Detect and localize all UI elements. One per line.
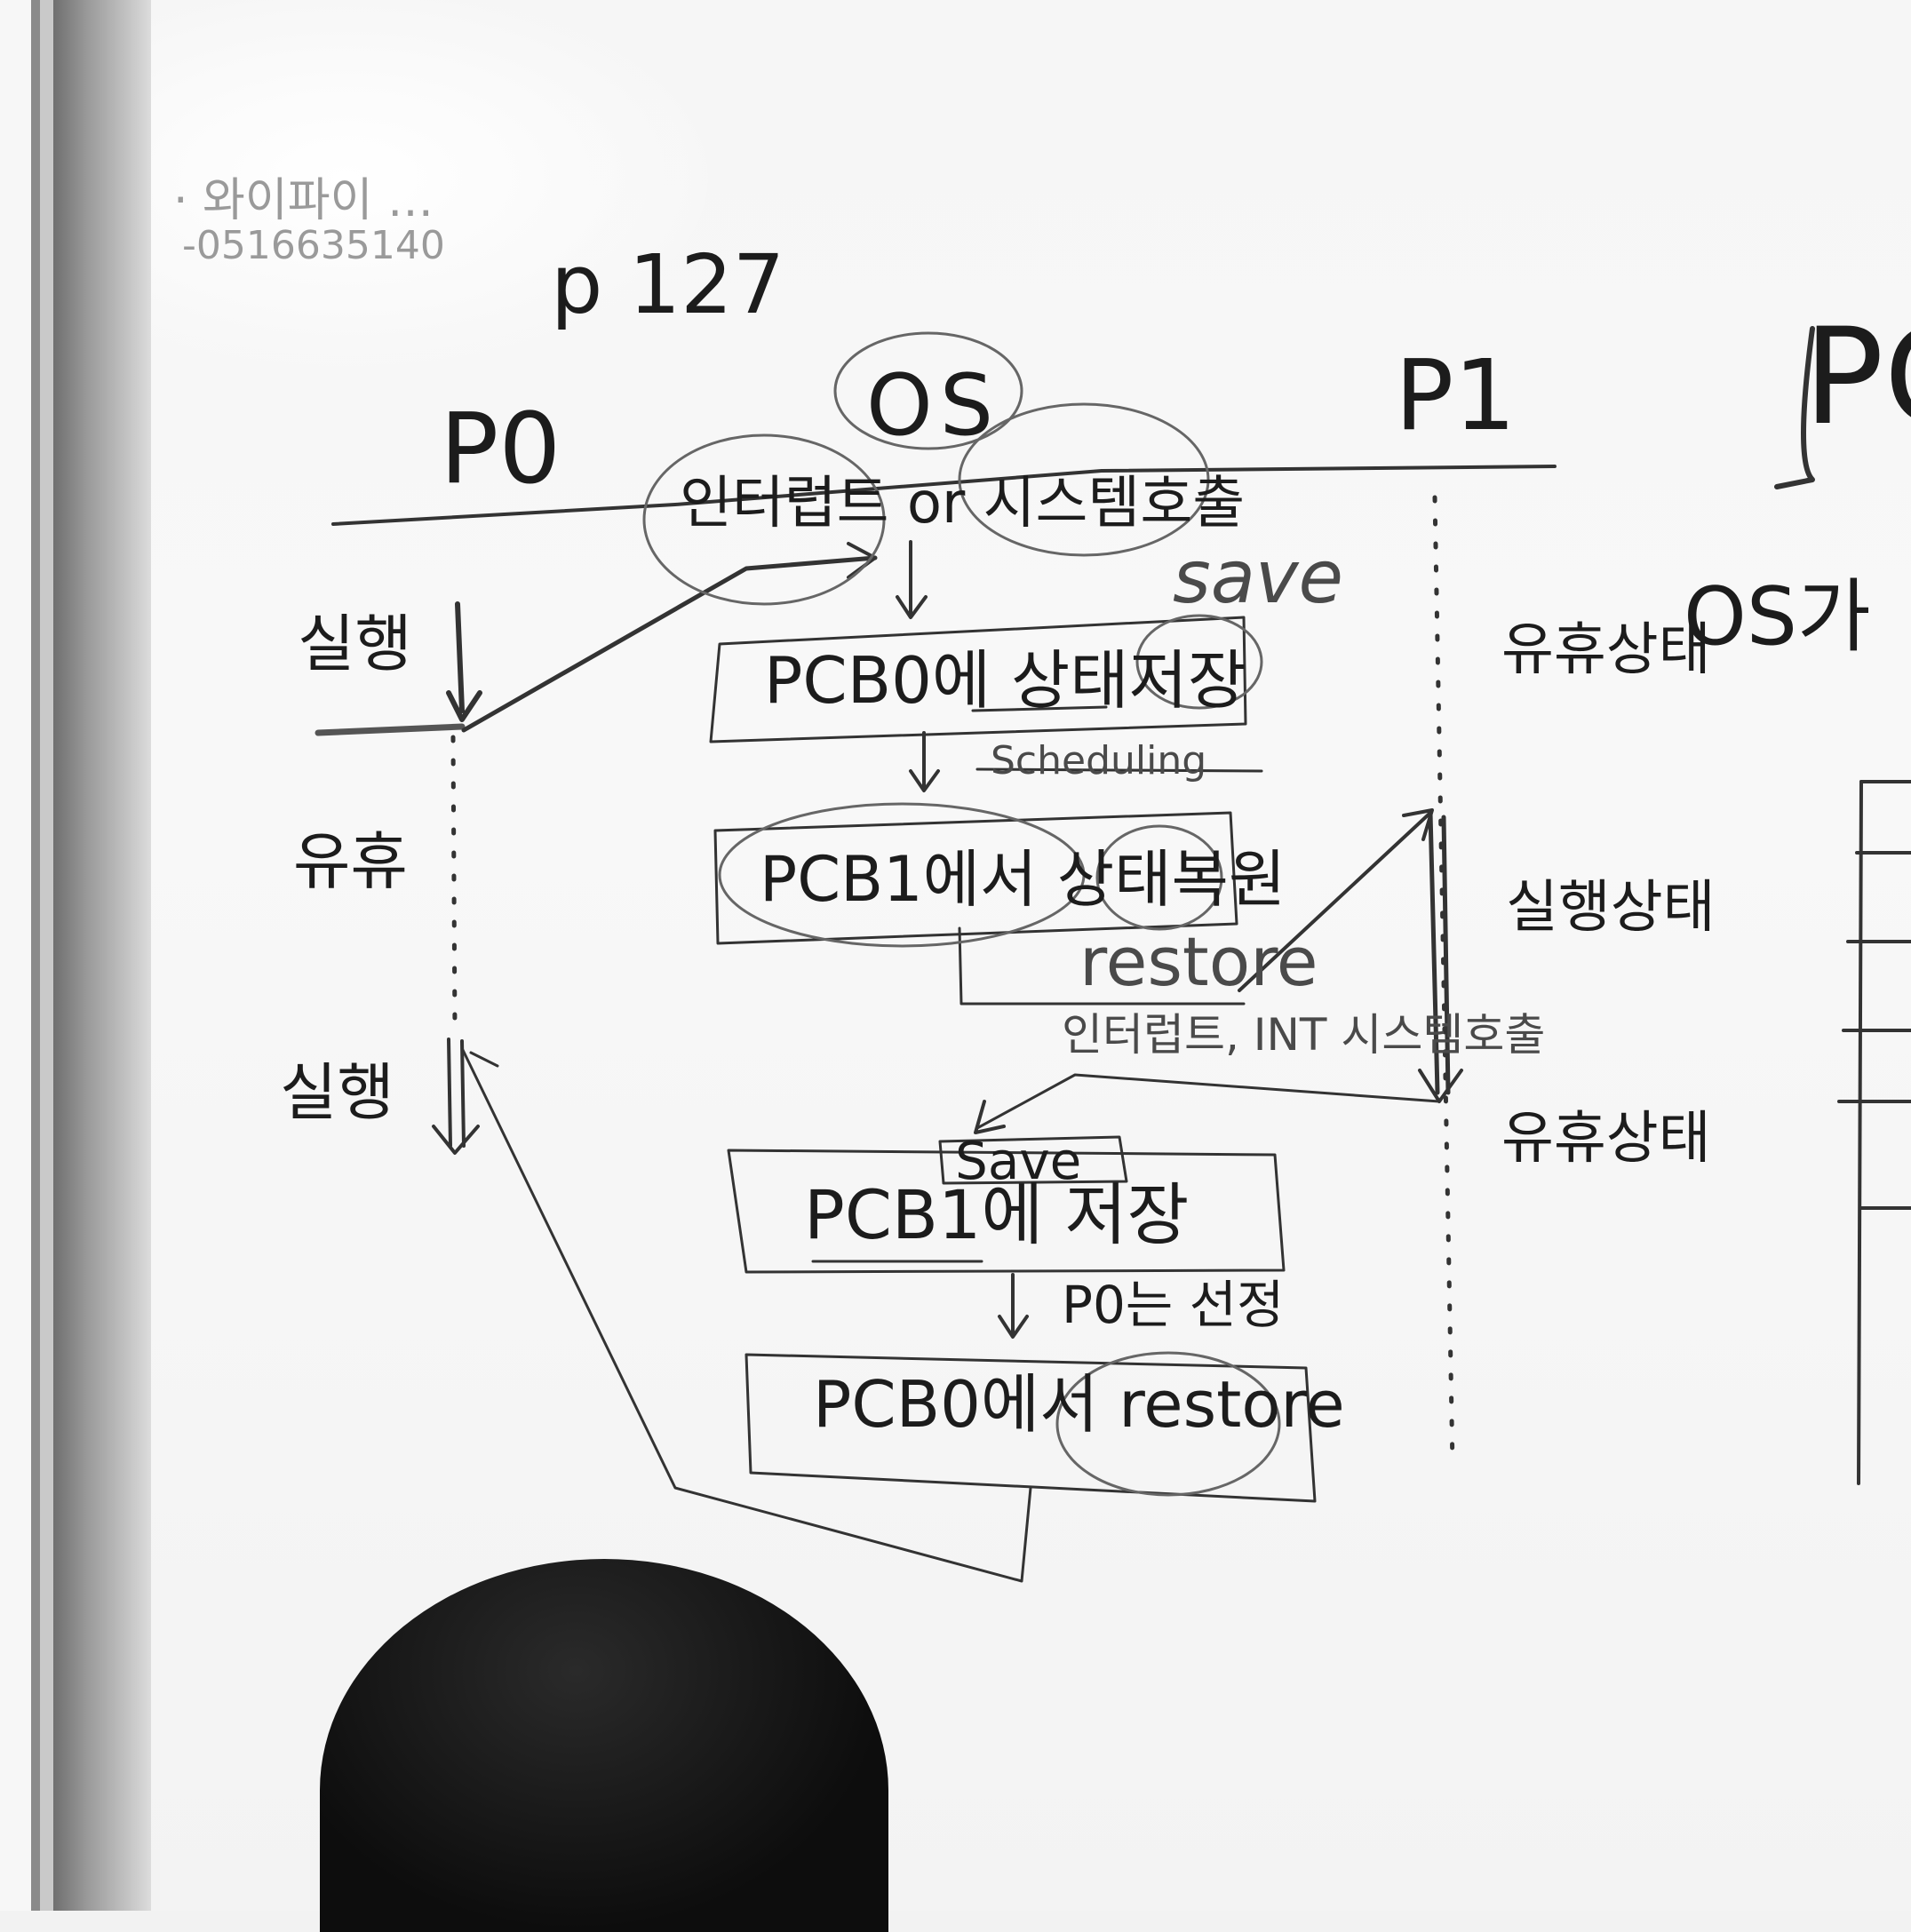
corner-note-line1: · 와이파이 … [173,174,434,227]
right-os-partial-label: OS가 [1684,570,1871,664]
corner-note-line2: -0516635140 [182,223,445,268]
right-state-idle-2: 유휴상태 [1501,1106,1711,1172]
left-state-run-1: 실행 [298,608,412,680]
save-label-bottom: Save [955,1131,1082,1191]
box-pcb0-restore: PCB0에서 restore [813,1367,1345,1442]
process-p1-label: P1 [1395,338,1517,452]
whiteboard-frame-rail [53,0,151,1911]
person-head-silhouette [320,1559,888,1932]
interrupt-or-syscall-label: 인터럽트 or 시스템호출 [680,471,1246,537]
box-pcb1-restore-state: PCB1에서 상태복원 [760,843,1286,916]
whiteboard-surface [151,0,1911,1911]
page-reference: p 127 [551,237,785,332]
left-state-run-2: 실행 [280,1056,394,1129]
right-state-idle-1: 유휴상태 [1501,617,1711,683]
save-label-top: save [1173,536,1343,620]
scheduling-label: Scheduling [991,738,1207,783]
process-partial-right-label: PC [1804,300,1911,455]
process-os-label: OS [866,357,1001,455]
whiteboard-frame-edge [0,0,53,1911]
right-state-run: 실행상태 [1506,875,1716,941]
box-pcb1-save: PCB1에 저장 [804,1175,1190,1254]
box-pcb0-save-state: PCB0에 상태저장 [764,643,1246,718]
interrupt-int-label: 인터럽트, INT 시스템호출 [1062,1009,1546,1061]
left-state-idle: 유휴 [293,825,408,898]
process-p0-label: P0 [440,392,561,505]
restore-label: restore [1079,922,1318,1001]
p0-selected-label: P0는 선정 [1062,1275,1285,1335]
